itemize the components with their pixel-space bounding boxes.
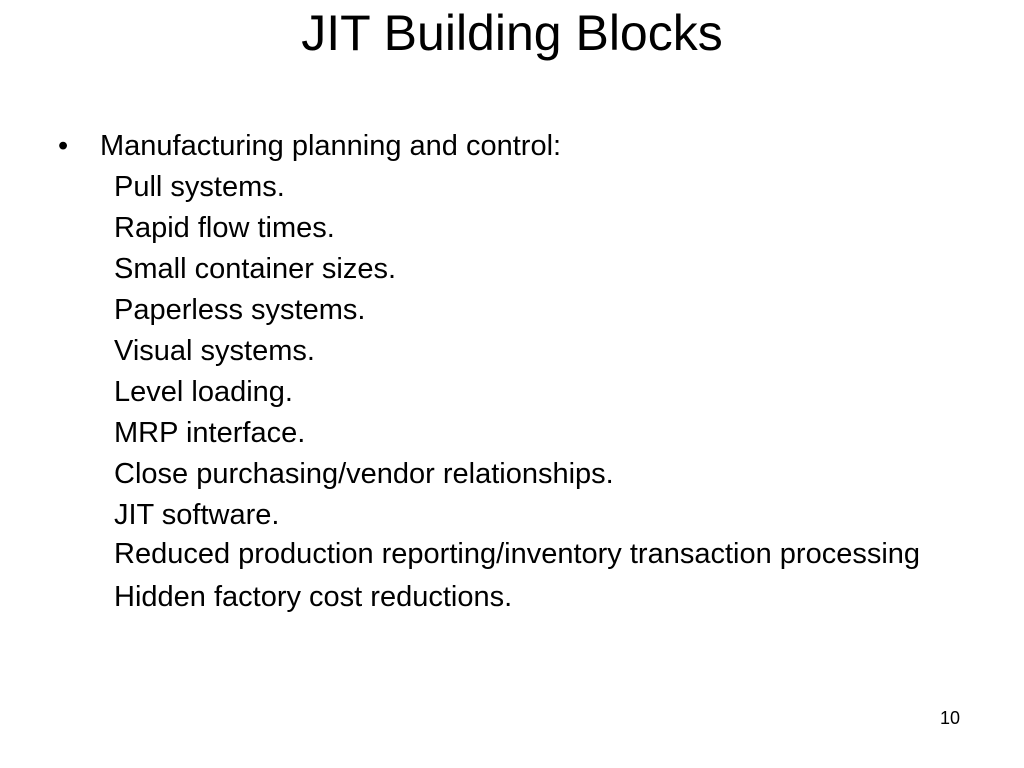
- bullet-icon: •: [58, 130, 69, 162]
- sub-item: Level loading.: [114, 376, 293, 408]
- sub-item: Hidden factory cost reductions.: [114, 581, 513, 613]
- sub-item: Small container sizes.: [114, 253, 397, 285]
- sub-item: Close purchasing/vendor relationships.: [114, 458, 614, 490]
- sub-item: Reduced production reporting/inventory t…: [114, 538, 921, 570]
- slide-content: • Manufacturing planning and control: Pu…: [58, 126, 958, 618]
- sub-item: Pull systems.: [114, 171, 285, 203]
- bullet-text: Manufacturing planning and control:: [100, 130, 562, 162]
- sub-item-list: Pull systems. Rapid flow times. Small co…: [58, 167, 958, 618]
- sub-item: MRP interface.: [114, 417, 306, 449]
- bullet-item: • Manufacturing planning and control:: [58, 126, 958, 167]
- sub-item: JIT software.: [114, 499, 280, 531]
- page-number: 10: [939, 708, 961, 728]
- sub-item: Paperless systems.: [114, 294, 366, 326]
- sub-item: Visual systems.: [114, 335, 315, 367]
- sub-item: Rapid flow times.: [114, 212, 335, 244]
- slide-title: JIT Building Blocks: [301, 5, 723, 61]
